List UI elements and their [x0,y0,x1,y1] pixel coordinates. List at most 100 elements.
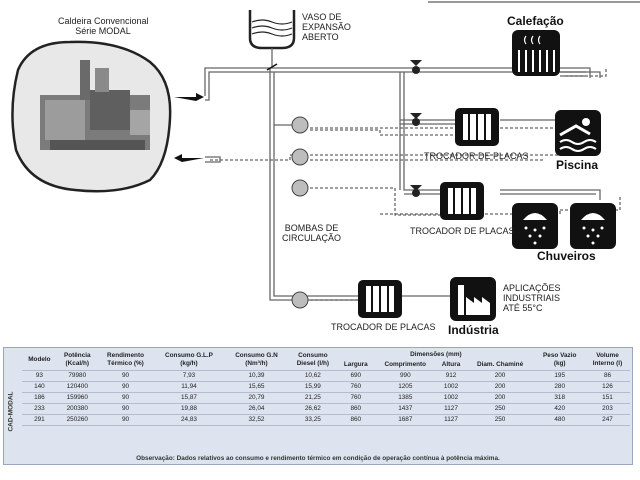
pumps-label: BOMBAS DE CIRCULAÇÃO [282,223,341,243]
header-volume-1: Volume [596,352,619,359]
showers-label: Chuveiros [537,249,596,263]
table-cell: 690 [350,372,362,379]
table-cell: 15,99 [304,383,321,390]
header-rendimento-1: Rendimento [107,352,144,359]
table-cell: 33,25 [304,416,321,423]
header-glp-1: Consumo G.L.P [165,352,213,359]
header-diam: Diam. Chaminé [476,361,524,368]
spec-table: CAD-MODAL Modelo Potência(Kcal/h) Rendim… [3,347,633,465]
table-cell: 90 [121,394,130,401]
pipes [204,67,601,301]
table-cell: 19,88 [180,405,197,412]
table-cell: 26,62 [304,405,321,412]
table-cell: 90 [121,416,130,423]
industrial-line1: APLICAÇÕES [503,283,561,293]
header-altura: Altura [441,361,461,368]
table-note: Observação: Dados relativos ao consumo e… [136,455,500,462]
heating-system-diagram [11,1,640,321]
table-cell: 1437 [398,405,413,412]
table-cell: 140 [34,383,45,390]
header-largura: Largura [343,361,368,368]
table-cell: 318 [554,394,566,401]
table-cell: 159960 [66,394,88,401]
expansion-line2: EXPANSÃO [302,22,351,32]
header-rendimento-2: Térmico (%) [107,360,144,367]
table-cell: 7,93 [182,372,196,379]
expansion-vessel [248,10,296,71]
table-cell: 250260 [66,416,88,423]
expansion-line1: VASO DE [302,12,342,22]
table-cell: 90 [121,405,130,412]
shower-icon [512,203,558,249]
header-dimensoes-text: Dimensões (mm) [410,351,462,358]
table-cell: 195 [554,372,566,379]
table-cell: 250 [494,416,506,423]
table-cell: 1127 [444,416,458,423]
header-diesel-2: Diesel (l/h) [296,360,330,367]
header-modelo-text: Modelo [28,356,51,363]
industrial-apps-label: APLICAÇÕES INDUSTRIAIS ATÉ 55°C [503,283,561,313]
table-cell: 93 [35,372,43,379]
header-glp-2: (kg/h) [180,360,198,367]
exchanger-label-2: TROCADOR DE PLACAS [410,226,515,236]
table-cell: 1127 [444,405,458,412]
table-cell: 860 [350,416,362,423]
table-cell: 280 [554,383,566,390]
valve-icon [410,60,422,197]
table-cell: 79980 [68,372,87,379]
circulation-pumps [291,116,309,309]
exchanger-label-3: TROCADOR DE PLACAS [331,322,436,332]
table-cell: 86 [603,372,612,379]
table-cell: 186 [34,394,45,401]
header-diesel-1: Consumo [298,352,328,359]
header-potencia-2: (Kcal/h) [65,360,89,367]
table-cell: 291 [34,416,45,423]
table-cell: 120400 [66,383,88,390]
boiler-unit [11,40,172,193]
boiler-title-line2: Série MODAL [75,26,131,36]
header-modelo: Modelo [22,350,57,371]
header-volume-2: Interno (l) [592,360,623,367]
table-cell: 200 [494,383,506,390]
header-potencia: Potência(Kcal/h) [57,350,98,371]
exchanger-label-1: TROCADOR DE PLACAS [424,151,529,161]
boiler-title: Caldeira Convencional Série MODAL [58,16,149,36]
table-cell: 912 [445,372,457,379]
header-dimensoes: Dimensões (mm) [337,350,534,360]
plate-exchanger-icon [358,280,402,318]
table-cell: 760 [350,383,362,390]
header-peso: Peso Vazio(kg) [534,350,585,371]
table-cell: 250 [494,405,506,412]
table-cell: 1687 [398,416,413,423]
table-cell: 90 [121,372,130,379]
table-cell: 860 [350,405,362,412]
table-cell: 760 [350,394,362,401]
table-cell: 26,04 [248,405,265,412]
header-potencia-1: Potência [63,352,91,359]
table-cell: 151 [602,394,613,401]
table-cell: 233 [34,405,45,412]
heating-icon [512,30,560,76]
header-peso-1: Peso Vazio [543,352,577,359]
header-comprimento: Comprimento [384,361,427,368]
pumps-line2: CIRCULAÇÃO [282,233,342,243]
shower-icon [570,203,616,249]
table-cell: 24,83 [180,416,197,423]
industrial-line3: ATÉ 55°C [503,303,543,313]
expansion-vessel-label: VASO DE EXPANSÃO ABERTO [302,12,351,42]
table-cell: 1002 [443,394,459,401]
industry-icon [450,277,496,321]
table-cell: 126 [602,383,613,390]
industrial-line2: INDUSTRIAIS [503,293,561,303]
header-glp: Consumo G.L.P(kg/h) [153,350,224,371]
table-cell: 420 [554,405,566,412]
table-cell: 20,79 [248,394,265,401]
header-peso-2: (kg) [553,360,566,367]
table-cell: 200 [494,394,506,401]
